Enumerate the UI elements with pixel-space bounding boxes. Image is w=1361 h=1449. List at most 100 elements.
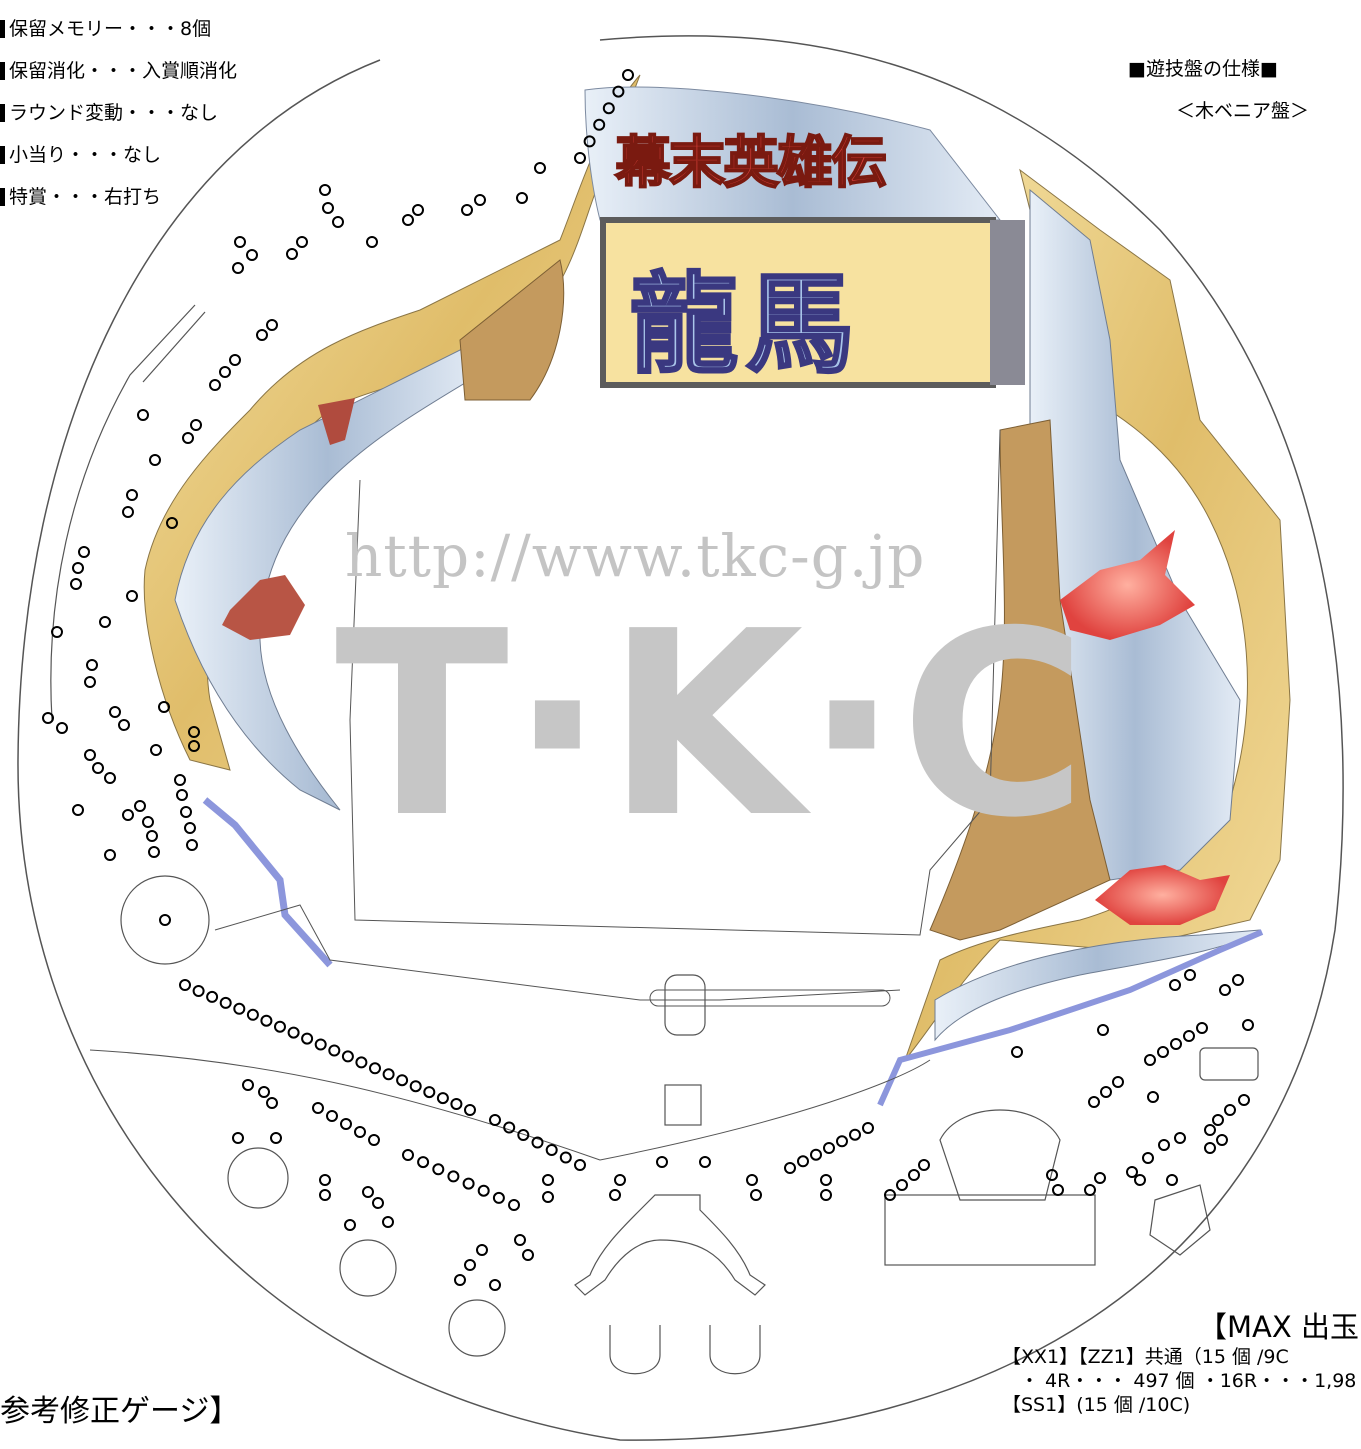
nail-pin (234, 236, 246, 248)
nail-pin (182, 432, 194, 444)
start-pocket-lower (664, 1084, 702, 1126)
right-small-pocket (1199, 1047, 1259, 1081)
nail-pin (1144, 1054, 1156, 1066)
nail-pin (542, 1174, 554, 1186)
nail-pin (593, 118, 606, 131)
nail-pin (126, 590, 138, 602)
nail-pin (1134, 1174, 1146, 1186)
nail-pin (1046, 1169, 1058, 1181)
nail-pin (464, 1104, 476, 1116)
nail-pin (233, 1002, 246, 1015)
nail-pins (42, 69, 1254, 1291)
nail-pin (319, 1189, 331, 1201)
nail-pin (256, 329, 268, 341)
attacker (574, 1194, 766, 1296)
nail-pin (531, 1136, 544, 1149)
nail-pin (412, 204, 424, 216)
nail-pin (126, 489, 138, 501)
nail-pin (896, 1179, 908, 1191)
windmill-left-lower-3 (448, 1299, 506, 1357)
nail-pin (1204, 1124, 1216, 1136)
nail-pin (372, 1197, 384, 1209)
nail-pin (1183, 1030, 1195, 1042)
nail-pin (908, 1169, 920, 1181)
nail-pin (1052, 1184, 1064, 1196)
nail-pin (516, 192, 528, 204)
nail-pin (476, 1244, 488, 1256)
nail-pin (583, 135, 596, 148)
nail-pin (362, 1186, 374, 1198)
nail-pin (1142, 1152, 1154, 1164)
nail-pin (319, 184, 331, 196)
nail-pin (84, 676, 96, 688)
nail-pin (166, 517, 178, 529)
red-accent-left-mid (222, 575, 305, 640)
nail-pin (1174, 1132, 1186, 1144)
nail-pin (1097, 1024, 1109, 1036)
spec-item: 保留消化・・・入賞順消化 (0, 50, 237, 92)
nail-pin (70, 578, 82, 590)
outer-rail-left (50, 304, 196, 721)
nail-pin (179, 979, 191, 991)
nail-pin (461, 204, 473, 216)
nail-pin (622, 69, 634, 81)
nail-pin (574, 152, 586, 164)
nail-pin (1166, 1174, 1178, 1186)
nail-pin (409, 1080, 422, 1093)
max-payout-line: 【SS1】(15 個 /10C) (1002, 1394, 1191, 1416)
nail-pin (542, 1191, 554, 1203)
nail-pin (122, 506, 134, 518)
nail-pin (78, 546, 90, 558)
nail-pin (319, 1174, 331, 1186)
nail-pin (423, 1086, 436, 1099)
nail-pin (849, 1128, 861, 1141)
board-spec-title: ■遊技盤の仕様■ (1128, 58, 1278, 80)
nail-pin (1158, 1139, 1170, 1151)
nail-pin (229, 354, 241, 366)
nail-pin (150, 744, 162, 756)
nail-pin (656, 1156, 668, 1168)
nail-pin (118, 719, 130, 731)
windmill-left-lower-2 (339, 1239, 397, 1297)
nail-pin (1224, 1104, 1236, 1116)
nail-pin (450, 1098, 463, 1110)
lower-shelf (214, 904, 901, 1001)
nail-pin (750, 1189, 762, 1201)
nail-pin (477, 1184, 490, 1197)
nail-pin (326, 1110, 338, 1122)
frame-bottom-right (934, 929, 1261, 1042)
nail-pin (184, 822, 196, 834)
frame-left-silver (174, 339, 481, 811)
max-payout-block: 【MAX 出玉 【XX1】【ZZ1】共通（15 個 /9C ・ 4R・・・ 49… (1002, 1313, 1359, 1417)
nail-pin (1238, 1094, 1250, 1106)
board-spec-material: ＜木ベニア盤＞ (1176, 100, 1310, 122)
right-lower-pocket (1149, 1184, 1211, 1256)
nail-pin (402, 1149, 414, 1161)
nail-pin (514, 1234, 526, 1246)
nail-pin (286, 248, 298, 260)
nail-pin (1184, 969, 1196, 981)
nail-pin (192, 985, 205, 997)
nail-pin (122, 809, 134, 821)
nail-pin (464, 1259, 476, 1271)
nail-pin (1170, 1038, 1182, 1050)
nail-pin (232, 1132, 244, 1144)
nail-pin (174, 774, 186, 786)
nail-pin (206, 990, 219, 1003)
nail-pin (314, 1038, 327, 1051)
nail-pin (1219, 984, 1231, 996)
nail-pin (746, 1174, 758, 1186)
nail-pin (382, 1068, 395, 1081)
nail-pin (517, 1129, 530, 1141)
nail-pin (219, 366, 231, 378)
nail-pin (1100, 1086, 1112, 1098)
nail-pin (354, 1126, 366, 1138)
logo-plaque (600, 217, 996, 388)
nail-pin (1169, 979, 1181, 991)
out-hole-left (609, 1325, 661, 1375)
nail-pin (366, 236, 378, 248)
nail-pin (341, 1050, 354, 1063)
nail-pin (492, 1191, 505, 1204)
nail-pin (209, 379, 221, 391)
nail-pin (1112, 1076, 1124, 1088)
